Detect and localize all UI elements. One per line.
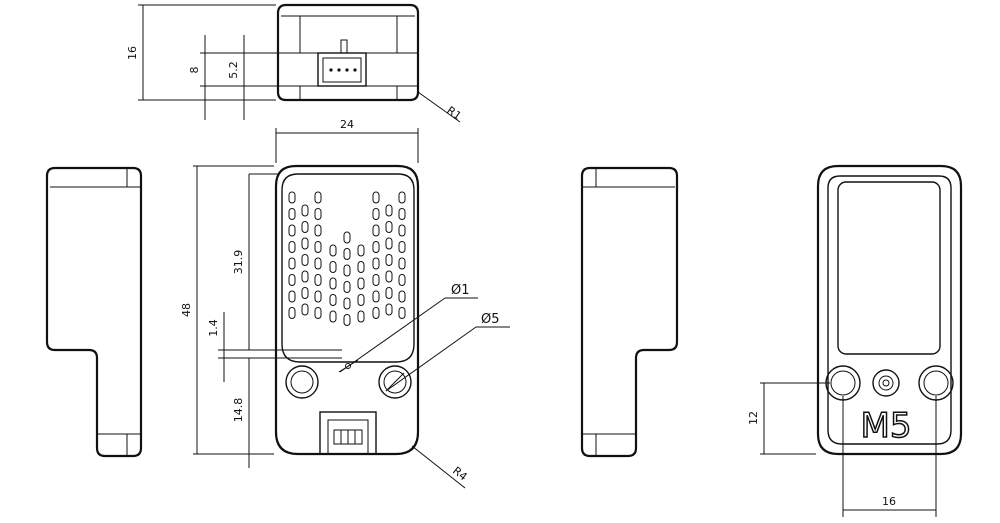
grille-slot [372,224,380,237]
grille-slot [288,307,296,319]
grille-slot [314,191,322,204]
grille-slot [288,191,296,204]
dim-back-hole-spacing: 16 [882,495,896,508]
grille-slot [385,204,393,217]
mount-hole-right [378,365,412,399]
screen-window [837,181,941,355]
grille-slot [398,274,406,286]
grille-slot [372,191,380,204]
front-connector [319,411,377,455]
grille-slot [385,287,393,299]
grille-slot [329,277,337,290]
grille-slot [398,224,406,237]
grille-slot [343,281,351,293]
dim-grille-height: 31.9 [232,250,245,275]
grille-slot [314,290,322,303]
dim-width: 24 [340,118,354,131]
grille-slot [288,290,296,303]
front-view: 24 48 31.9 1.4 14.8 Ø1 Ø5 R4 [180,118,510,489]
back-hole-left [825,365,861,401]
dim-bottom-radius: R4 [450,464,470,483]
grille-slot [398,208,406,220]
grille-slot [385,270,393,283]
center-button [872,369,900,397]
grille-slot [301,254,309,266]
grille-slot [372,208,380,220]
back-hole-right [918,365,954,401]
grille-slot [357,244,365,257]
grille-slot [301,221,309,233]
grille-slot [343,264,351,277]
top-connector [317,39,367,87]
grille-slot [398,290,406,303]
dim-top-height: 16 [126,46,139,60]
grille-slot [301,270,309,283]
grille-slot [314,241,322,253]
grille-slot [314,224,322,237]
brand-logo: M5 [861,406,912,446]
grille-slot [288,224,296,237]
grille-slot [314,208,322,220]
grille-slot [301,303,309,316]
grille-slot [288,257,296,270]
grille-slot [372,241,380,253]
left-side-view [45,166,143,458]
grille-slot [385,303,393,316]
grille-slot [343,314,351,326]
grille-slot [357,294,365,306]
dim-top-mid: 8 [188,67,201,74]
speaker-grille [288,191,406,326]
grille-slot [288,274,296,286]
dim-top-radius: R1 [444,104,463,123]
dim-lower-height: 14.8 [232,398,245,423]
back-view: M5 12 16 [747,164,963,517]
grille-slot [288,241,296,253]
grille-slot [343,297,351,310]
dim-hole-large: Ø5 [481,312,500,327]
grille-slot [372,290,380,303]
grille-slot [343,231,351,244]
grille-slot [314,274,322,286]
dim-gap: 1.4 [207,319,220,337]
top-view: 16 8 5.2 R1 [126,3,464,123]
grille-slot [329,310,337,323]
grille-slot [288,208,296,220]
grille-slot [398,307,406,319]
grille-slot [329,294,337,306]
grille-slot [301,237,309,250]
grille-slot [357,261,365,273]
dim-height: 48 [180,303,193,317]
grille-slot [385,254,393,266]
grille-slot [301,287,309,299]
right-side-view [580,166,679,458]
grille-slot [385,237,393,250]
mount-hole-left [285,365,319,399]
grille-slot [385,221,393,233]
grille-slot [372,274,380,286]
dim-back-hole-height: 12 [747,411,760,425]
grille-slot [372,307,380,319]
grille-slot [398,241,406,253]
dim-top-connector: 5.2 [227,61,240,79]
grille-slot [372,257,380,270]
dim-hole-small: Ø1 [451,283,470,298]
grille-slot [314,257,322,270]
grille-slot [398,191,406,204]
grille-slot [357,277,365,290]
grille-slot [301,204,309,217]
grille-slot [314,307,322,319]
grille-slot [357,310,365,323]
grille-slot [329,261,337,273]
grille-slot [329,244,337,257]
grille-slot [398,257,406,270]
grille-slot [343,248,351,260]
